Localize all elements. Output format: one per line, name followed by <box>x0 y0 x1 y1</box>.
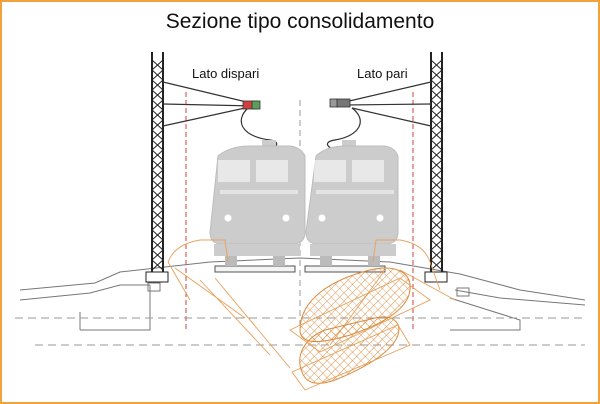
label-lato-pari: Lato pari <box>357 66 408 81</box>
left-insulator <box>242 100 261 110</box>
right-insulator <box>329 98 351 108</box>
ground-profile <box>19 257 586 331</box>
ballast-left <box>214 265 296 273</box>
left-construction-lines <box>167 239 291 369</box>
right-pylon <box>424 52 448 283</box>
consolidation-bounds <box>289 277 431 391</box>
right-locomotive-icon <box>305 140 399 266</box>
left-locomotive-icon <box>209 140 306 266</box>
diagram-title: Sezione tipo consolidamento <box>165 10 435 33</box>
left-cantilever <box>162 81 278 151</box>
right-cantilever <box>326 81 432 151</box>
left-pylon <box>145 52 169 283</box>
consolidation-zone-lower <box>299 316 400 384</box>
label-lato-dispari: Lato dispari <box>192 66 260 81</box>
